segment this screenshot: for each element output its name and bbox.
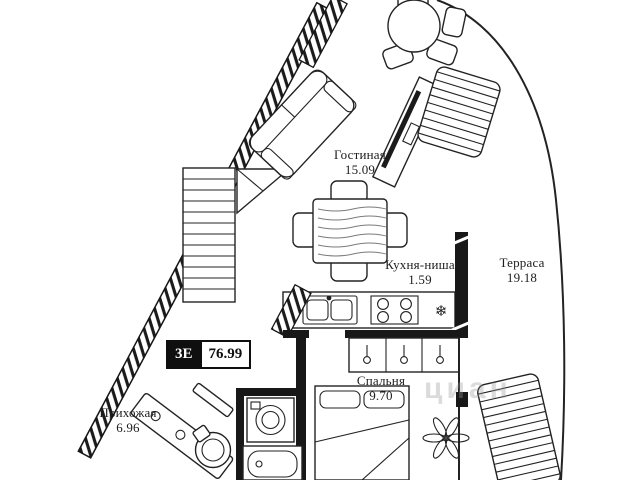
bathtub xyxy=(242,445,303,480)
room-name: Кухня-ниша xyxy=(385,257,455,272)
bathroom-top-wall xyxy=(236,388,306,396)
bed xyxy=(314,385,410,480)
dining-set xyxy=(292,180,408,282)
bedroom-left-wall xyxy=(296,338,306,480)
apartment-total-area: 76.99 xyxy=(199,342,250,367)
round-table-set xyxy=(382,0,467,70)
wardrobe xyxy=(417,66,501,158)
table-wood-grain xyxy=(317,206,387,257)
bathroom-left-wall xyxy=(236,396,244,480)
room-name: Спальня xyxy=(356,373,406,388)
kitchen-counter xyxy=(282,291,456,329)
room-label-hallway: Прихожая 6.96 xyxy=(99,405,157,436)
bedroom-closet xyxy=(348,337,460,373)
room-name: Прихожая xyxy=(99,405,157,420)
kitchen: ❄ xyxy=(282,291,456,329)
pillow xyxy=(363,390,405,409)
plant xyxy=(422,417,470,459)
terrace-column xyxy=(456,392,468,407)
room-name: Гостиная xyxy=(334,147,386,162)
bathroom xyxy=(236,388,306,480)
kitchen-left-pier xyxy=(270,283,312,339)
room-area: 15.09 xyxy=(344,161,376,177)
room-area: 6.96 xyxy=(116,419,140,435)
terrace-boundary-curve xyxy=(436,0,566,480)
stove xyxy=(370,295,419,325)
round-table xyxy=(387,0,441,53)
diagonal-wall-top-stub xyxy=(298,0,348,69)
pillow xyxy=(319,390,361,409)
lounge-chair xyxy=(477,373,561,480)
kitchen-bedroom-wall xyxy=(283,330,468,338)
dining-table xyxy=(312,198,388,264)
room-label-bedroom: Спальня 9.70 xyxy=(356,373,406,404)
fridge-snowflake-icon: ❄ xyxy=(435,304,448,320)
room-area: 19.18 xyxy=(506,269,538,285)
watermark: циан xyxy=(424,372,512,405)
room-label-kitchen: Кухня-ниша 1.59 xyxy=(385,257,455,288)
corner-triangle xyxy=(236,168,291,215)
room-label-terrace: Терраса 19.18 xyxy=(499,255,545,286)
kitchen-sink xyxy=(302,295,358,325)
room-name: Терраса xyxy=(499,255,545,270)
blanket-fold xyxy=(314,419,410,480)
apartment-type: 3Е xyxy=(168,342,200,367)
bedroom-door-opening xyxy=(309,329,345,339)
stairs xyxy=(182,167,236,303)
chair xyxy=(441,6,467,38)
apartment-badge: 3Е 76.99 xyxy=(166,340,252,369)
pedestal-sink xyxy=(192,424,232,469)
vent-shaft-column xyxy=(451,232,472,334)
hallway-shelf xyxy=(192,382,234,418)
room-label-living: Гостиная 15.09 xyxy=(334,147,386,178)
room-area: 1.59 xyxy=(408,271,432,287)
washing-machine xyxy=(246,397,295,443)
faucet xyxy=(326,295,332,301)
sofa xyxy=(248,69,357,180)
room-area: 9.70 xyxy=(369,387,393,403)
tv-screen xyxy=(381,90,422,169)
